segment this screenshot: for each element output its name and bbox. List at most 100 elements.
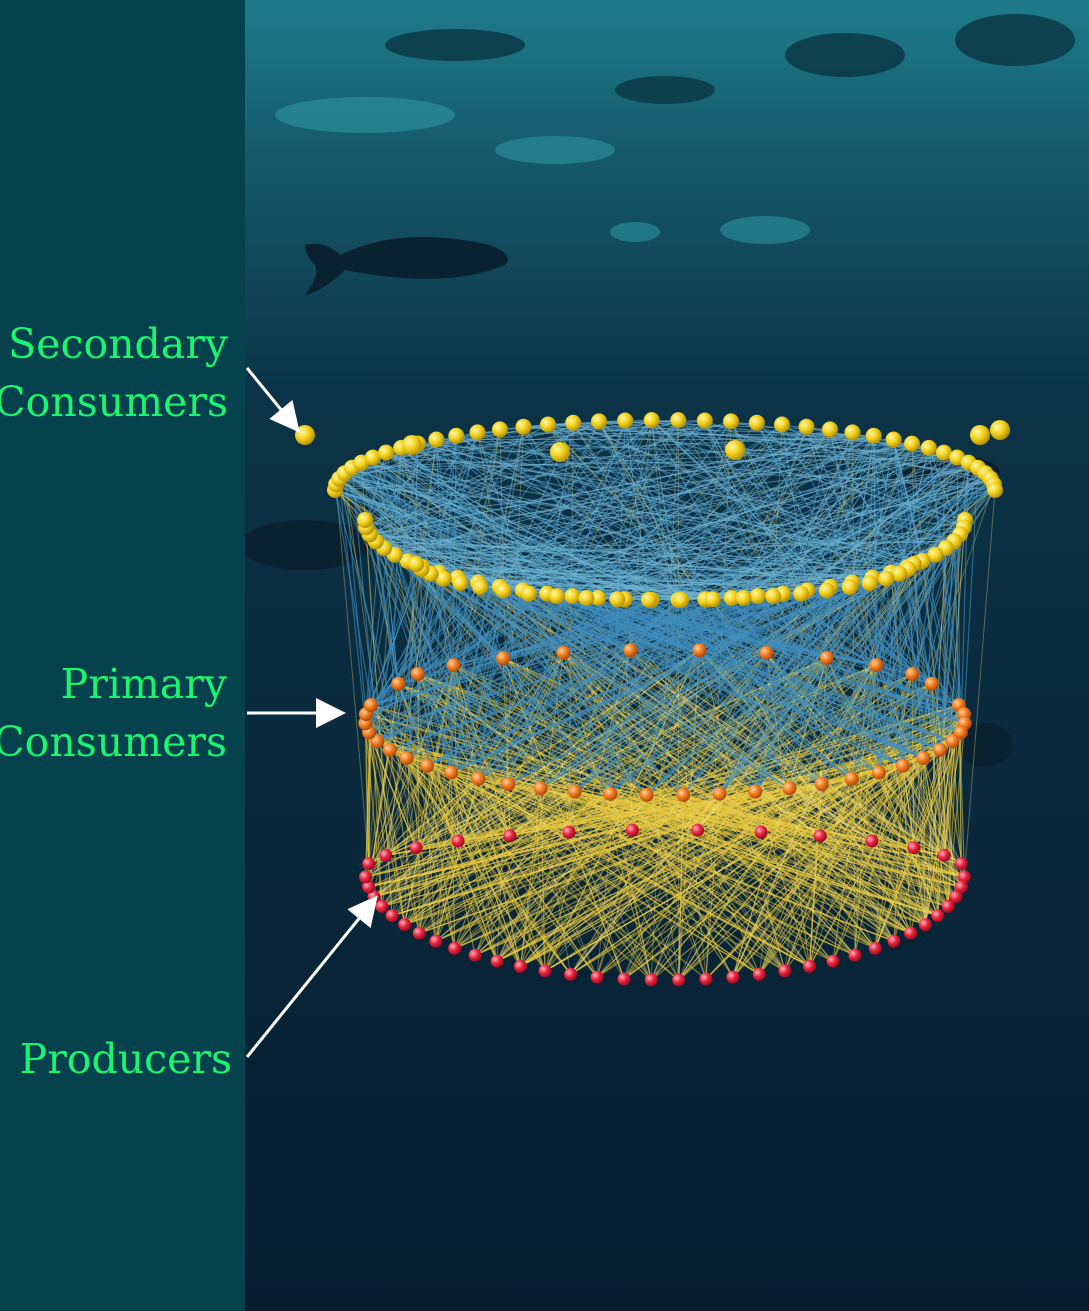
feeding-link [417, 673, 915, 849]
feeding-link [373, 778, 852, 898]
feeding-link [351, 467, 679, 601]
secondary-consumer-node [935, 444, 952, 461]
feeding-link [417, 673, 911, 934]
feeding-link [646, 478, 992, 796]
feeding-link [852, 432, 856, 956]
feeding-link [365, 765, 428, 878]
producer-node [813, 829, 827, 843]
feeding-link [426, 765, 856, 956]
primary-consumer-node [370, 734, 385, 749]
secondary-consumer-node [861, 575, 878, 591]
feeding-link [678, 489, 996, 981]
secondary-consumer-node [670, 412, 687, 429]
secondary-consumer-node [435, 570, 452, 587]
feeding-link [496, 426, 524, 962]
secondary-consumer-node [295, 425, 315, 445]
secondary-consumer-node [749, 588, 766, 605]
feeding-link [540, 593, 784, 789]
feeding-link [364, 563, 417, 724]
feeding-link [732, 772, 880, 978]
producer-node [904, 926, 918, 940]
producer-node [564, 967, 578, 981]
feeding-link [453, 664, 876, 949]
secondary-consumer-node [891, 565, 908, 582]
feeding-link [450, 772, 456, 949]
producer-node [726, 970, 740, 984]
feeding-link [623, 426, 807, 980]
feeding-link [704, 420, 802, 594]
feeding-link [509, 787, 790, 837]
feeding-link [454, 649, 631, 949]
feeding-link [821, 783, 945, 856]
feeding-link [677, 419, 871, 584]
feeding-link [369, 435, 874, 535]
feeding-link [540, 599, 679, 789]
feeding-link [712, 598, 962, 733]
feeding-link [953, 541, 960, 706]
feeding-link [477, 590, 524, 779]
feeding-link [369, 534, 652, 981]
secondary-consumer-node [885, 431, 902, 448]
feeding-link [426, 765, 810, 967]
primary-consumer-node [712, 786, 727, 801]
feeding-link [450, 772, 522, 967]
feeding-link [375, 540, 914, 565]
producer-node [941, 899, 955, 913]
secondary-consumer-node [878, 570, 895, 587]
feeding-link [369, 419, 652, 535]
feeding-link [365, 713, 965, 878]
feeding-link [651, 419, 828, 591]
feeding-link [406, 443, 419, 759]
feeding-link [730, 421, 962, 888]
producer-node [937, 848, 951, 862]
primary-consumer-node [676, 787, 691, 802]
feeding-link [339, 420, 600, 480]
feeding-link [719, 793, 915, 849]
producer-node [503, 829, 517, 843]
primary-consumer-node [844, 771, 859, 786]
feeding-link [478, 778, 810, 967]
feeding-link [407, 560, 732, 599]
secondary-consumer-node [865, 427, 882, 444]
secondary-consumer-node [515, 418, 532, 435]
secondary-consumer-node [641, 591, 657, 608]
feeding-link [760, 783, 823, 833]
feeding-link [705, 793, 721, 980]
feeding-link [540, 581, 853, 789]
secondary-consumer-node [920, 439, 937, 456]
feeding-link [351, 467, 440, 573]
feeding-link [809, 527, 965, 967]
secondary-consumer-node [609, 591, 626, 608]
producer-node [409, 841, 423, 855]
label-panel [0, 0, 245, 1311]
feeding-link [712, 472, 986, 600]
producer-node [918, 918, 932, 932]
feeding-link [426, 765, 598, 978]
primary-consumer-node [382, 742, 397, 757]
feeding-link [945, 462, 970, 549]
primary-consumer-node [420, 758, 435, 773]
feeding-link [335, 484, 370, 864]
feeding-link [344, 473, 406, 925]
feeding-link [385, 452, 939, 917]
secondary-consumer-node [987, 482, 1003, 498]
secondary-consumer-node [793, 585, 810, 602]
feeding-link [651, 420, 707, 980]
feeding-link [397, 683, 498, 962]
secondary-consumer-node [765, 588, 782, 605]
feeding-link [893, 439, 954, 742]
feeding-link [338, 478, 366, 724]
feeding-link [385, 452, 652, 601]
producers-label: Producers [20, 1030, 232, 1088]
feeding-link [508, 573, 900, 785]
primary-consumer-node [410, 666, 425, 681]
feeding-link [436, 439, 744, 599]
feeding-link [499, 586, 542, 789]
feeding-link [479, 586, 648, 796]
feeding-link [508, 783, 962, 865]
producer-node [412, 926, 426, 940]
producer-node [644, 973, 658, 987]
feeding-link [754, 439, 895, 792]
secondary-consumer-node [565, 414, 582, 431]
secondary-consumer-node [990, 420, 1010, 440]
